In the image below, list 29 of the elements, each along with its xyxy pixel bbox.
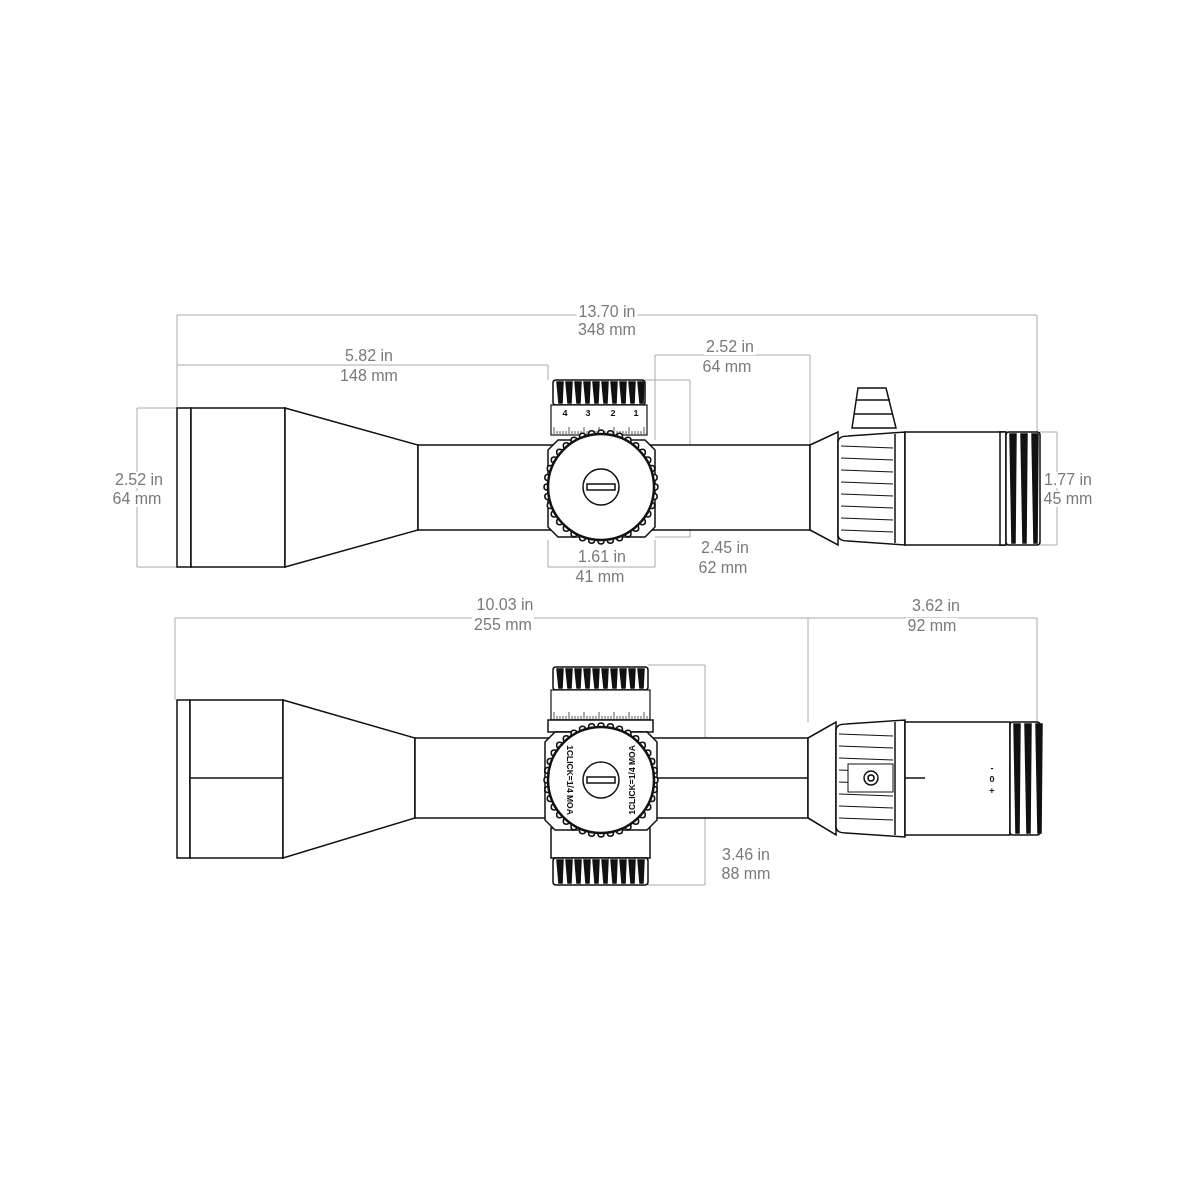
dimension-label: 148 mm	[338, 368, 400, 384]
dimension-label: 2.52 in	[113, 472, 165, 488]
dimension-label: 64 mm	[110, 491, 164, 507]
dimension-label: 5.82 in	[343, 348, 395, 364]
dimension-label: 255 mm	[472, 617, 534, 633]
scale-number: 2	[610, 408, 616, 418]
dimension-label: 2.45 in	[699, 540, 751, 556]
scale-number: 1	[633, 408, 639, 418]
dimension-label: 1.77 in	[1042, 472, 1094, 488]
dimension-label: 3.62 in	[910, 598, 962, 614]
dimension-label: 41 mm	[573, 569, 627, 585]
dimension-label: 45 mm	[1041, 491, 1095, 507]
scale-number: 4	[562, 408, 568, 418]
scale-number: +	[989, 786, 995, 796]
dimension-label: 1.61 in	[576, 549, 628, 565]
scale-number: 0	[989, 774, 995, 784]
dimension-label: 64 mm	[700, 359, 754, 375]
dimension-label: 2.52 in	[704, 339, 756, 355]
dimension-label: 62 mm	[696, 560, 750, 576]
turret-marking: 1CLICK=1/4 MOA	[565, 745, 575, 815]
turret-marking: 1CLICK=1/4 MOA	[627, 745, 637, 815]
dimension-label: 88 mm	[719, 866, 773, 882]
dimension-label: 348 mm	[576, 322, 638, 338]
dimension-label: 92 mm	[905, 618, 959, 634]
dimension-label: 10.03 in	[474, 597, 536, 613]
dimension-label: 3.46 in	[720, 847, 772, 863]
scale-number: -	[990, 763, 994, 773]
scale-number: 3	[585, 408, 591, 418]
dimension-label: 13.70 in	[576, 304, 638, 320]
